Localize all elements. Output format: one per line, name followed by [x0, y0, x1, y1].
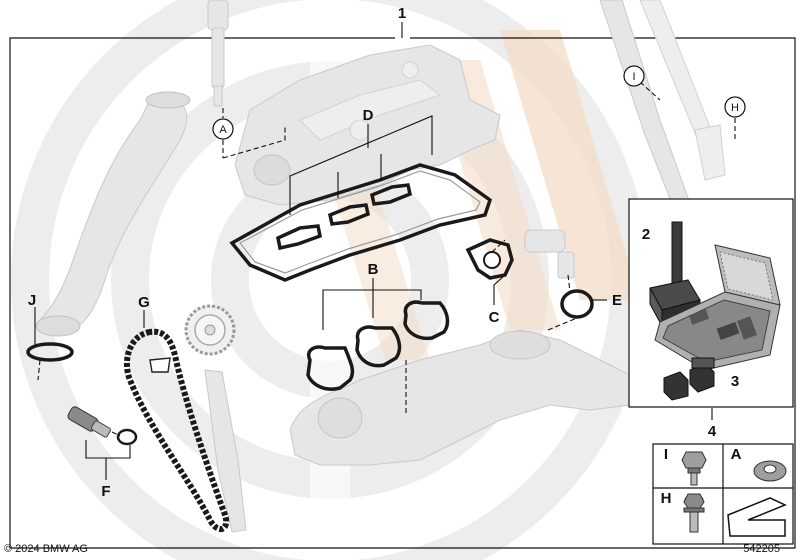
circle-h-text: H	[731, 102, 739, 114]
label-toolset: 2	[642, 226, 650, 243]
label-f: F	[101, 483, 110, 500]
label-c: C	[489, 309, 500, 326]
spark-plug-seals	[276, 183, 413, 251]
sprocket	[184, 304, 236, 356]
bolt-h-icon	[683, 493, 705, 533]
label-j: J	[28, 292, 36, 309]
legend-key-i: I	[664, 446, 668, 463]
circle-a-text: A	[219, 124, 227, 136]
bolt-i-icon	[681, 451, 707, 486]
chain-guide-ghost	[204, 369, 247, 533]
valve-cover-gasket	[229, 163, 493, 282]
circle-i-text: I	[632, 71, 635, 83]
injector-ghost	[207, 0, 229, 107]
label-main: 1	[398, 5, 406, 22]
label-kit: 4	[708, 423, 717, 440]
label-tool-blocks: 3	[731, 373, 739, 390]
label-g: G	[138, 294, 150, 311]
image-number: 542205	[743, 543, 780, 555]
arrow-icon	[727, 497, 787, 537]
timing-chain	[123, 328, 230, 532]
leaders	[34, 81, 736, 480]
washer-a-icon	[753, 460, 787, 482]
chain-tensioner	[67, 406, 112, 438]
label-e: E	[612, 292, 622, 309]
chain-guide-clip	[149, 357, 171, 373]
legend-key-h: H	[661, 490, 672, 507]
label-b: B	[368, 261, 379, 278]
o-ring-e	[560, 289, 594, 319]
intake-gaskets	[306, 300, 450, 391]
seal-ring-f	[116, 428, 138, 446]
circle-h: H	[724, 96, 746, 118]
tool-case	[654, 244, 781, 371]
intake-manifold-ghost	[289, 329, 641, 466]
tool-blocks	[663, 357, 715, 401]
circle-i: I	[623, 65, 645, 87]
label-d: D	[363, 107, 374, 124]
legend-grid: I A H	[652, 443, 794, 545]
o-ring-j	[26, 342, 74, 362]
egr-gasket	[465, 238, 514, 280]
copyright-notice: © 2024 BMW AG	[4, 543, 88, 555]
main-frame	[9, 37, 796, 549]
boost-hose-ghost	[35, 91, 191, 337]
legend-key-a: A	[731, 446, 742, 463]
engine-mount-ghost	[599, 0, 726, 251]
circle-a: A	[212, 118, 234, 140]
thermostat-ghost	[524, 229, 575, 279]
